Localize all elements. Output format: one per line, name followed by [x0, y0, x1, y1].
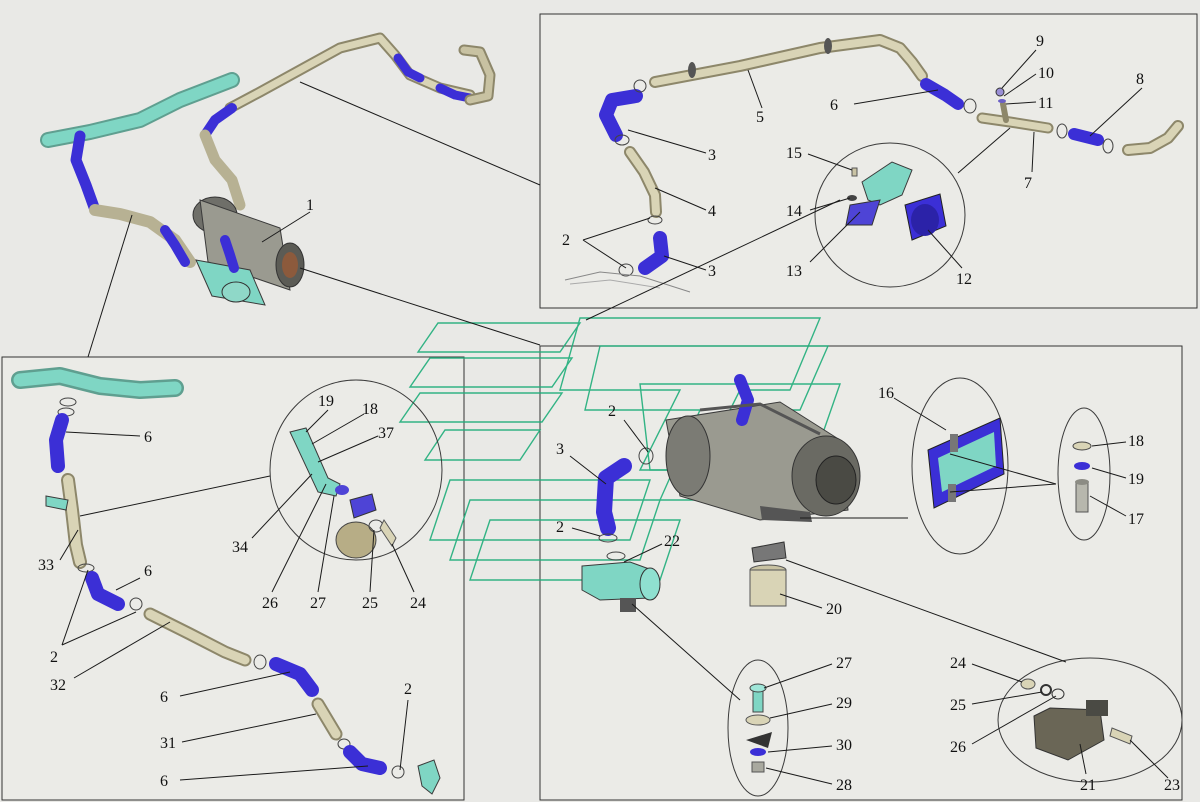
callout-label: 2 — [50, 649, 58, 666]
panel-left — [1, 356, 465, 801]
callout-label: 37 — [378, 425, 394, 442]
callout-label: 2 — [556, 519, 564, 536]
detail-circle-bolt-lower — [727, 659, 789, 797]
leader-sleeve-to-circle — [785, 559, 1067, 663]
callout-label: 9 — [1036, 33, 1044, 50]
callout-label: 34 — [232, 539, 248, 556]
callout-label: 33 — [38, 557, 54, 574]
callout-label: 25 — [950, 697, 966, 714]
callout-label: 19 — [1128, 471, 1144, 488]
callout-label: 23 — [1164, 777, 1180, 794]
leader-main-to-tr — [299, 81, 541, 186]
callout-label: 12 — [956, 271, 972, 288]
callout-label: 2 — [404, 681, 412, 698]
br-parts — [581, 374, 1183, 797]
detail-circle-rail — [911, 377, 1009, 555]
callout-label: 4 — [708, 203, 716, 220]
callout-label: 8 — [1136, 71, 1144, 88]
callout-label: 10 — [1038, 65, 1054, 82]
detail-circle-clamp-lower — [997, 657, 1183, 783]
detail-circle-bracket-left — [269, 379, 443, 561]
callout-label: 21 — [1080, 777, 1096, 794]
tr-callouts: 2 3 3 4 5 6 7 8 9 10 11 12 13 14 15 — [562, 33, 1144, 321]
callout-label: 14 — [786, 203, 802, 220]
callout-label: 19 — [318, 393, 334, 410]
leader-tr-circle-to-bracket — [585, 199, 841, 321]
callout-label: 3 — [556, 441, 564, 458]
leader-main-to-br — [299, 267, 541, 346]
callout-label: 30 — [836, 737, 852, 754]
leader-main-to-left — [87, 214, 133, 358]
callout-label: 32 — [50, 677, 66, 694]
callout-label: 16 — [878, 385, 894, 402]
callout-label: 2 — [562, 232, 570, 249]
callout-label: 17 — [1128, 511, 1144, 528]
callout-label: 28 — [836, 777, 852, 794]
callout-label: 31 — [160, 735, 176, 752]
callout-label: 5 — [756, 109, 764, 126]
detail-circle-bolt — [1057, 407, 1111, 541]
callout-label: 3 — [708, 263, 716, 280]
callout-label: 29 — [836, 695, 852, 712]
callout-label: 13 — [786, 263, 802, 280]
callout-label: 3 — [708, 147, 716, 164]
callout-label: 18 — [1128, 433, 1144, 450]
callout-label: 24 — [410, 595, 426, 612]
callout-label: 22 — [664, 533, 680, 550]
detail-circle-clamp — [814, 142, 966, 288]
leader-pump-to-circle — [631, 603, 741, 701]
br-callouts: 16 18 19 17 2 3 2 22 20 27 29 30 28 24 2… — [556, 385, 1180, 794]
callout-label: 27 — [310, 595, 326, 612]
callout-label: 7 — [1024, 175, 1032, 192]
callout-label: 6 — [160, 773, 168, 790]
callout-label: 11 — [1038, 95, 1053, 112]
leader-left-circle-to-pipe — [79, 475, 271, 517]
callout-label: 25 — [362, 595, 378, 612]
left-callouts: 6 33 6 2 32 6 31 6 2 19 18 37 34 26 27 2… — [38, 393, 426, 790]
callout-label: 20 — [826, 601, 842, 618]
callout-label: 6 — [830, 97, 838, 114]
callout-label: 6 — [160, 689, 168, 706]
callout-label: 27 — [836, 655, 852, 672]
callout-label: 26 — [950, 739, 966, 756]
main-assembly: 1 — [40, 32, 496, 306]
callout-label: 26 — [262, 595, 278, 612]
callout-label: 6 — [144, 563, 152, 580]
callout-label: 24 — [950, 655, 966, 672]
callout-label: 2 — [608, 403, 616, 420]
callout-label: 18 — [362, 401, 378, 418]
left-parts — [11, 367, 443, 795]
tr-parts — [564, 34, 1184, 293]
callout-1: 1 — [306, 197, 314, 214]
callout-label: 15 — [786, 145, 802, 162]
callout-label: 6 — [144, 429, 152, 446]
